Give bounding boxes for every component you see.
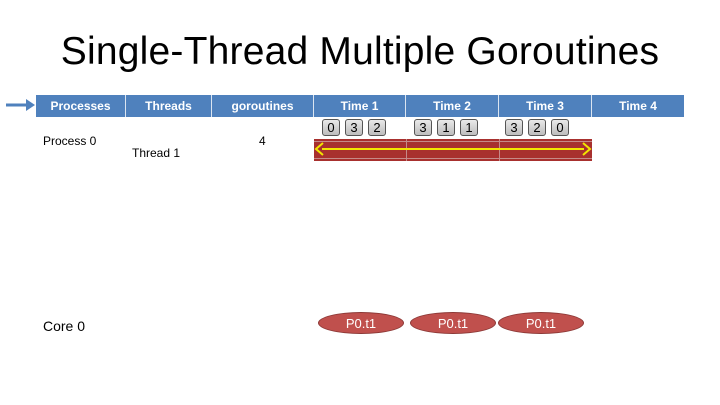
timeline-divider <box>314 158 592 159</box>
header-time-4: Time 4 <box>619 99 657 113</box>
time-3-tokens: 3 2 0 <box>505 119 569 136</box>
goroutine-token: 1 <box>437 119 455 136</box>
double-arrow-icon <box>314 142 592 156</box>
header-goroutines: goroutines <box>212 95 314 117</box>
goroutine-token: 2 <box>368 119 386 136</box>
goroutine-token: 3 <box>505 119 523 136</box>
timeline-divider <box>314 141 592 142</box>
core-slot-time-3: P0.t1 <box>498 312 584 334</box>
core-label: Core 0 <box>43 318 86 334</box>
goroutine-token: 3 <box>345 119 363 136</box>
process-label: Process 0 <box>43 134 97 148</box>
header-time-3: Time 3 <box>499 95 592 117</box>
header-time-1: Time 1 <box>314 95 406 117</box>
table-header: Processes Threads goroutines Time 1 Time… <box>36 95 684 117</box>
goroutine-count: 4 <box>259 134 266 148</box>
goroutine-token: 0 <box>322 119 340 136</box>
slide-title: Single-Thread Multiple Goroutines <box>60 30 660 73</box>
header-threads: Threads <box>126 95 212 117</box>
time-2-tokens: 3 1 1 <box>414 119 478 136</box>
core-slot-time-1: P0.t1 <box>318 312 404 334</box>
header-processes: Processes <box>36 95 126 117</box>
thread-label: Thread 1 <box>132 146 181 160</box>
goroutine-token: 2 <box>528 119 546 136</box>
header-time-2: Time 2 <box>406 95 499 117</box>
goroutine-token: 1 <box>460 119 478 136</box>
core-slot-time-2: P0.t1 <box>410 312 496 334</box>
time-1-tokens: 0 3 2 <box>322 119 386 136</box>
goroutine-token: 0 <box>551 119 569 136</box>
pointer-arrow-icon <box>6 99 35 111</box>
goroutine-token: 3 <box>414 119 432 136</box>
